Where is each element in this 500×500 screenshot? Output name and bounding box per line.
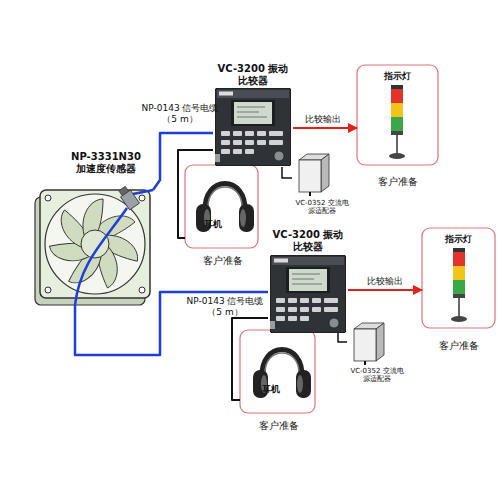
box-title: 指示灯 xyxy=(357,71,438,82)
part-title: VC-0352 交流电源适配器 xyxy=(292,199,352,216)
signal-cable xyxy=(153,133,213,190)
compare-output-arrow xyxy=(348,289,422,291)
headphone-box: 耳机客户准备 xyxy=(185,165,260,272)
indicator-lamp-box: 指示灯客户准备 xyxy=(357,65,438,193)
device-title: VC-3200 振动比较器 xyxy=(213,63,293,87)
box-title: 耳机 xyxy=(256,384,286,395)
edge-label: NP-0143 信号电缆（5 m） xyxy=(184,296,266,318)
comparator-unit: VC-3200 振动比较器 xyxy=(213,62,293,167)
power-adapter: VC-0352 交流电源适配器 xyxy=(292,150,352,222)
edge-label: 比较输出 xyxy=(360,276,410,287)
edge-label: 比较输出 xyxy=(298,114,348,125)
device-title: VC-3200 振动比较器 xyxy=(268,229,348,253)
indicator-lamp-box: 指示灯客户准备 xyxy=(422,228,495,354)
edge-label: NP-0143 信号电缆（5 m） xyxy=(139,103,221,125)
box-title: 耳机 xyxy=(198,219,228,230)
power-cable xyxy=(338,333,347,342)
power-cable xyxy=(282,167,292,178)
part-title: NP-3331N30 加速度传感器 xyxy=(65,151,147,175)
box-title: 指示灯 xyxy=(422,234,495,245)
comparator-unit: VC-3200 振动比较器 xyxy=(268,228,348,333)
signal-cable xyxy=(75,292,268,355)
caption: 客户准备 xyxy=(185,255,260,267)
caption: 客户准备 xyxy=(422,340,495,352)
caption: 客户准备 xyxy=(240,420,318,432)
headphone-box: 耳机客户准备 xyxy=(240,330,318,437)
power-adapter: VC-0352 交流电源适配器 xyxy=(347,318,407,390)
part-title: VC-0352 交流电源适配器 xyxy=(347,367,407,384)
sensor-fan: NP-3331N30 加速度传感器 xyxy=(35,150,153,305)
caption: 客户准备 xyxy=(357,176,438,188)
compare-output-arrow xyxy=(293,127,357,129)
